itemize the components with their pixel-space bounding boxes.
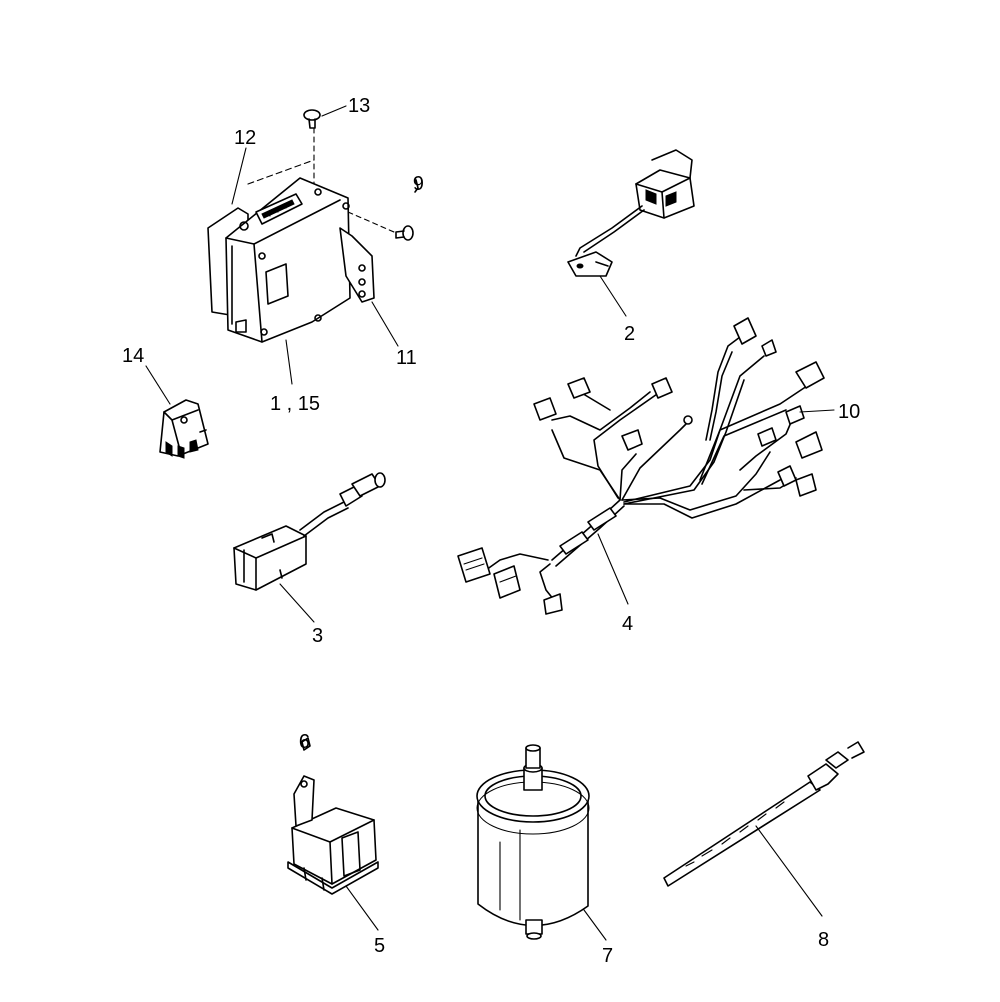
harness-connector-m <box>493 565 521 599</box>
harness-connector-g <box>795 361 825 389</box>
callout-13: 13 <box>348 95 370 117</box>
callout-4: 4 <box>622 613 633 635</box>
harness-connector-f <box>761 339 777 357</box>
callout-9: 9 <box>299 729 310 751</box>
switch-3 <box>233 472 386 591</box>
sensor-2 <box>567 149 695 277</box>
bolt-6 <box>347 179 419 241</box>
callout-10: 10 <box>838 401 860 423</box>
harness-connector-n <box>543 593 563 615</box>
callout-2: 2 <box>624 323 635 345</box>
control-unit-assembly <box>207 127 351 343</box>
callout-11: 11 <box>396 347 417 369</box>
harness-connector-b <box>567 377 591 399</box>
callout-6: 6 <box>413 171 424 193</box>
harness-connector-e <box>733 317 757 345</box>
screw-13 <box>303 109 321 129</box>
callout-7: 7 <box>602 945 613 967</box>
harness-connector-k <box>795 473 817 497</box>
control-unit-body <box>225 177 351 343</box>
harness-connector-10 <box>785 405 805 425</box>
callout-12: 12 <box>234 127 256 149</box>
callout-3: 3 <box>312 625 323 647</box>
leader-lines <box>145 105 835 941</box>
wiring-harness-4 <box>457 317 825 615</box>
callout-8: 8 <box>818 929 829 951</box>
harness-connector-l <box>457 547 491 583</box>
callout-labels: 13 12 6 11 1 , 15 14 2 10 3 4 9 5 7 8 <box>122 95 860 967</box>
harness-connector-h <box>757 427 777 447</box>
cable-tie-8 <box>663 741 865 887</box>
callout-5: 5 <box>374 935 385 957</box>
callout-1-15: 1 , 15 <box>270 393 320 415</box>
relay-5 <box>287 737 379 895</box>
harness-connector-d <box>621 429 643 451</box>
callout-14: 14 <box>122 345 144 367</box>
harness-connector-i <box>795 431 823 459</box>
harness-ring-terminal <box>683 415 693 425</box>
bracket-11 <box>339 227 375 303</box>
harness-connector-j <box>777 465 797 487</box>
harness-connector-c <box>651 377 673 399</box>
relay-block-14 <box>159 399 209 459</box>
harness-connector-a <box>533 397 557 421</box>
fuel-filter-7 <box>476 744 590 940</box>
